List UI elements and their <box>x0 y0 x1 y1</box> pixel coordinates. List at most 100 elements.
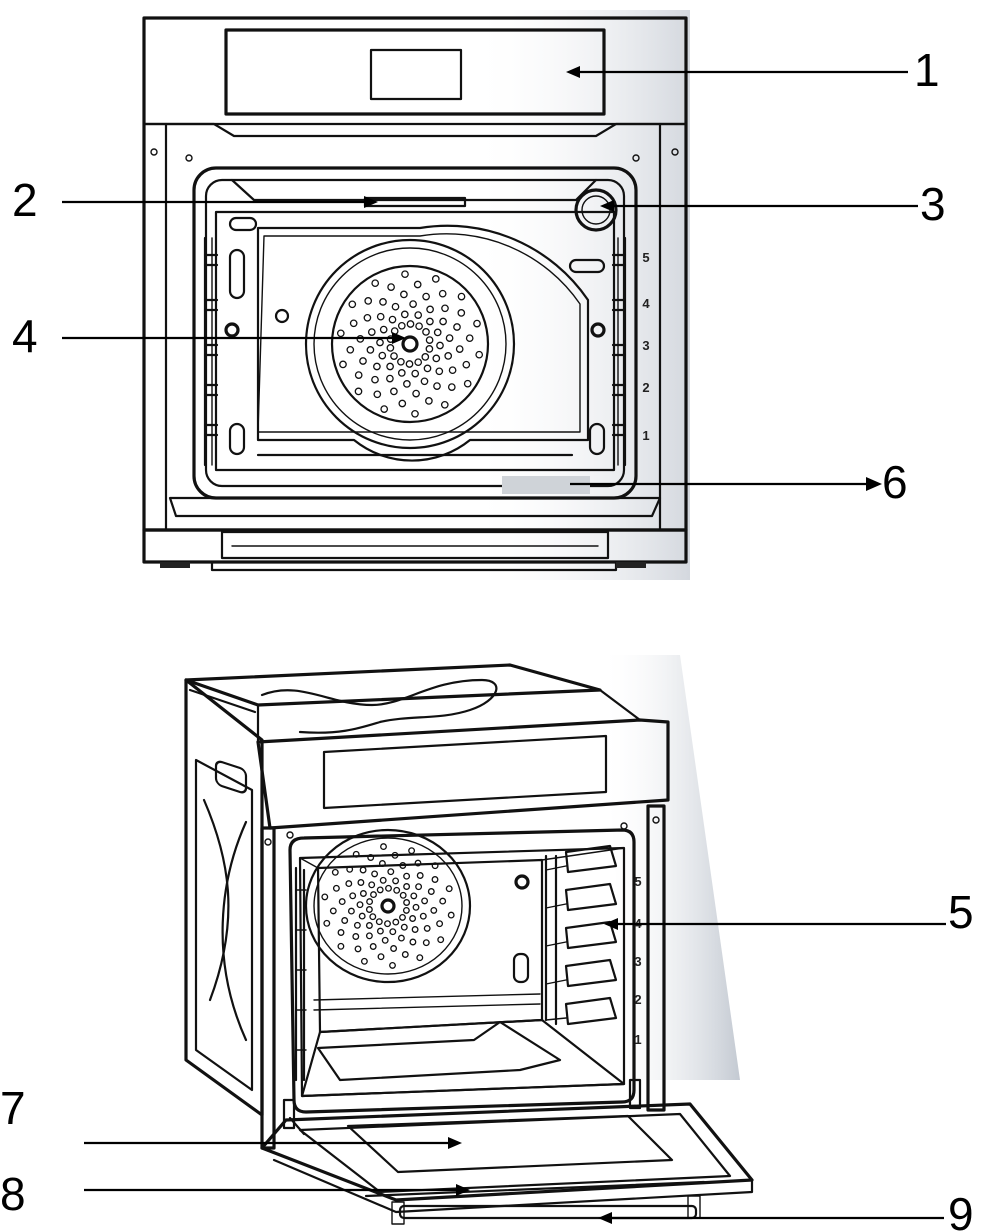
fan-hole <box>430 906 438 914</box>
fan-hole <box>398 399 407 408</box>
fan-hole <box>349 319 358 328</box>
fan-hole <box>368 881 376 889</box>
fan-hole <box>339 360 347 369</box>
fan-hole <box>412 903 420 911</box>
fan-hole <box>399 862 407 869</box>
fan-hole <box>422 328 430 336</box>
fan-hole <box>440 400 449 409</box>
fan-hole <box>380 405 389 413</box>
fan-hole <box>371 279 380 288</box>
fan-hole <box>352 850 360 858</box>
rack-level-label: 2 <box>634 992 641 1007</box>
fan-hole <box>400 310 409 319</box>
fan-hole <box>421 897 429 905</box>
fan-hole <box>397 357 405 366</box>
fan-hole <box>414 358 423 367</box>
fan-hole <box>423 364 432 373</box>
fan-hole <box>409 938 417 946</box>
fan-hole <box>364 297 373 305</box>
callout-1: 1 <box>914 44 940 96</box>
fan-hole <box>401 270 409 279</box>
oven-front-view: 5 4 3 2 1 <box>142 10 690 580</box>
fan-hole <box>420 377 429 386</box>
fan-hole <box>373 390 382 399</box>
fan-hole <box>403 872 411 880</box>
fan-hole <box>422 939 430 947</box>
fan-hole <box>332 884 340 892</box>
fan-hole <box>399 913 406 921</box>
fan-hole <box>345 880 353 888</box>
fan-hole <box>365 906 373 913</box>
fan-hole <box>403 899 411 906</box>
fan-hole <box>403 883 411 890</box>
fan-hole <box>431 862 439 870</box>
fan-hole <box>433 382 441 390</box>
fan-hole <box>391 302 400 311</box>
fan-hole <box>338 898 346 906</box>
fan-hole <box>433 328 442 337</box>
fan-hole <box>386 344 395 352</box>
fan-hole <box>445 885 453 893</box>
fan-hole <box>336 329 345 338</box>
fan-hole <box>346 865 354 873</box>
callout-9: 9 <box>948 1188 974 1232</box>
fan-hole <box>376 886 384 894</box>
fan-hole <box>359 357 367 365</box>
fan-hole <box>358 912 366 920</box>
fan-hole <box>462 360 471 369</box>
fan-hole <box>385 884 392 892</box>
fan-hole <box>360 957 368 965</box>
rack-level-label: 1 <box>634 1032 641 1047</box>
fan-hole <box>349 892 357 900</box>
fan-hole <box>367 328 376 336</box>
fan-hole <box>371 870 379 878</box>
fan-hole <box>347 907 355 915</box>
shelf-supports <box>544 844 618 1026</box>
fan-hole <box>436 920 444 928</box>
display-window <box>369 48 463 101</box>
fan-hole <box>411 409 419 418</box>
fan-hole <box>416 954 424 962</box>
fan-hole <box>323 919 331 927</box>
fan-hole <box>392 877 400 885</box>
fan-hole <box>370 891 377 899</box>
fan-hole <box>457 292 466 301</box>
fan-hole <box>346 345 355 354</box>
fan-hole <box>414 311 423 319</box>
fan-hole <box>329 907 337 915</box>
fan-hole <box>431 876 439 883</box>
door-handle-front <box>220 530 610 560</box>
door-inner-glass <box>346 1114 674 1174</box>
rack-level-label: 5 <box>634 874 641 889</box>
fan-hole <box>441 304 449 313</box>
door-seal <box>364 1180 706 1198</box>
oven-lamp <box>574 188 618 232</box>
callouts: 1 2 3 4 6 5 7 8 9 <box>0 44 974 1232</box>
fan-hole <box>386 362 394 371</box>
rack-level-label: 1 <box>642 428 649 443</box>
fan-hole <box>388 315 397 324</box>
fan-hole <box>425 345 434 353</box>
fan-hole <box>406 320 415 328</box>
fan-hole <box>366 346 375 354</box>
fan-hole <box>389 961 396 969</box>
fan-hole <box>391 851 399 859</box>
fan-hole <box>436 341 444 350</box>
fan-hole <box>423 924 431 932</box>
callout-2: 2 <box>12 174 38 226</box>
oven-cavity-perspective <box>288 828 636 1114</box>
fan-hole <box>400 290 408 299</box>
fan-hole <box>409 915 417 922</box>
fan-hole <box>365 932 373 940</box>
fan-hole <box>412 389 420 398</box>
fan-hole <box>414 859 422 867</box>
fan-hole <box>354 387 363 396</box>
oven-door-open <box>260 1078 754 1214</box>
fan-hole <box>473 319 481 328</box>
fan-hole <box>321 893 329 901</box>
fan-hole <box>419 912 427 920</box>
fan-hole <box>365 922 373 929</box>
fan-hole <box>337 929 345 936</box>
rack-rails-left <box>203 236 219 467</box>
